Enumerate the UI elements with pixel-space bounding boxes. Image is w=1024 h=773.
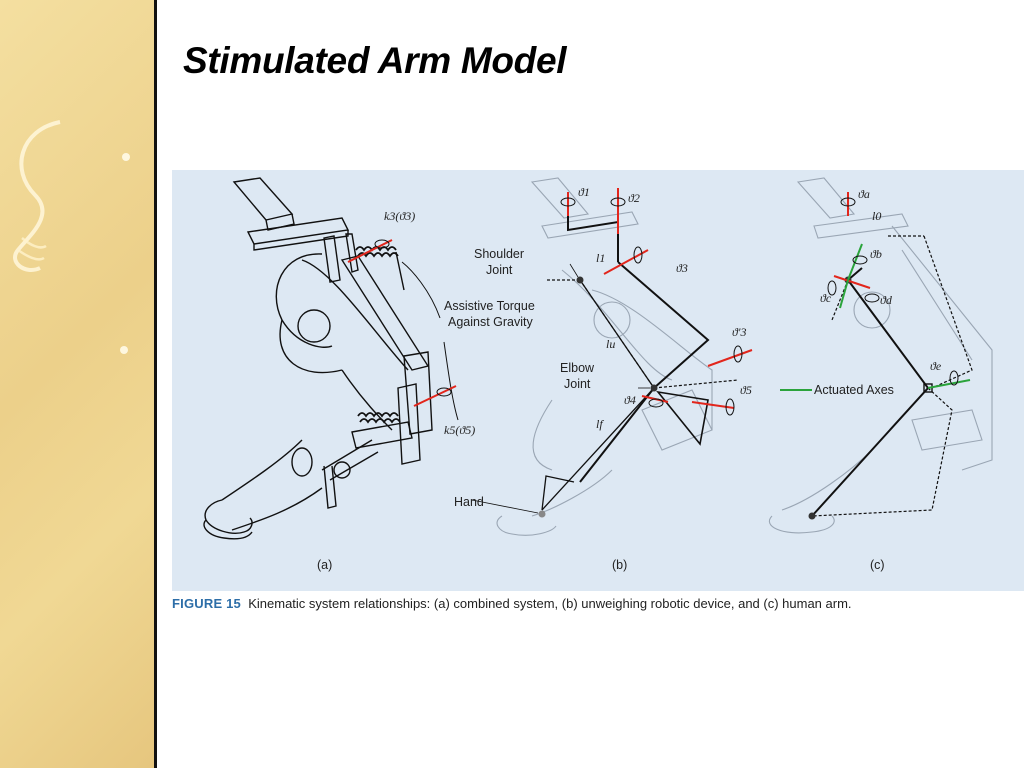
label-shoulder-1: Shoulder: [474, 247, 524, 261]
panel-a-labels: k3(ϑ3) Assistive Torque Against Gravity …: [317, 209, 535, 572]
caption-text: Kinematic system relationships: (a) comb…: [248, 596, 852, 611]
label-theta4: ϑ4: [624, 393, 636, 407]
label-k5: k5(ϑ5): [444, 423, 475, 437]
label-theta-a: ϑa: [858, 187, 870, 201]
sidebar-decoration: [0, 0, 154, 768]
label-l1: l1: [596, 251, 605, 265]
label-theta2: ϑ2: [628, 191, 640, 205]
panel-b-label: (b): [612, 558, 627, 572]
panel-b-axes: [567, 188, 753, 409]
panel-c-label: (c): [870, 558, 885, 572]
label-lu: lu: [606, 337, 615, 351]
label-elbow-1: Elbow: [560, 361, 595, 375]
panel-c-red-axes: [833, 192, 871, 289]
ribbon-decoration: [13, 120, 130, 354]
label-assistive-1: Assistive Torque: [444, 299, 535, 313]
figure-drawing: k3(ϑ3) Assistive Torque Against Gravity …: [203, 177, 993, 572]
panel-c-drawing: [769, 177, 993, 534]
label-assistive-2: Against Gravity: [448, 315, 534, 329]
label-hand: Hand: [454, 495, 484, 509]
label-theta-b: ϑb: [870, 247, 882, 261]
label-theta-d: ϑd: [880, 293, 893, 307]
label-theta-e: ϑe: [930, 359, 942, 373]
label-theta1: ϑ1: [578, 185, 590, 199]
slide-title: Stimulated Arm Model: [183, 40, 567, 81]
label-k3: k3(ϑ3): [384, 209, 415, 223]
label-theta3-prime: ϑ'3: [732, 325, 746, 339]
label-theta-c: ϑc: [820, 291, 832, 305]
label-theta3: ϑ3: [676, 261, 688, 275]
label-l0: l0: [872, 209, 881, 223]
label-elbow-2: Joint: [564, 377, 591, 391]
caption-label: FIGURE 15: [172, 596, 241, 611]
figure-caption: FIGURE 15 Kinematic system relationships…: [172, 596, 852, 611]
panel-b-labels: ϑ1 ϑ2 Shoulder Joint l1 ϑ3 lu ϑ'3 Elbow …: [454, 185, 752, 572]
panel-c-green-axes: [780, 243, 971, 391]
label-theta5: ϑ5: [740, 383, 752, 397]
panel-a-drawing: [203, 177, 459, 540]
panel-b-drawing: [496, 177, 713, 536]
sidebar-divider: [154, 0, 157, 768]
kinematic-figure: k3(ϑ3) Assistive Torque Against Gravity …: [172, 170, 1024, 591]
label-lf: lf: [596, 417, 604, 431]
label-actuated-axes: Actuated Axes: [814, 383, 894, 397]
panel-a-label: (a): [317, 558, 332, 572]
panel-c-labels: ϑa l0 ϑb ϑc ϑd ϑe Actuated Axes (c): [814, 187, 942, 572]
label-shoulder-2: Joint: [486, 263, 513, 277]
